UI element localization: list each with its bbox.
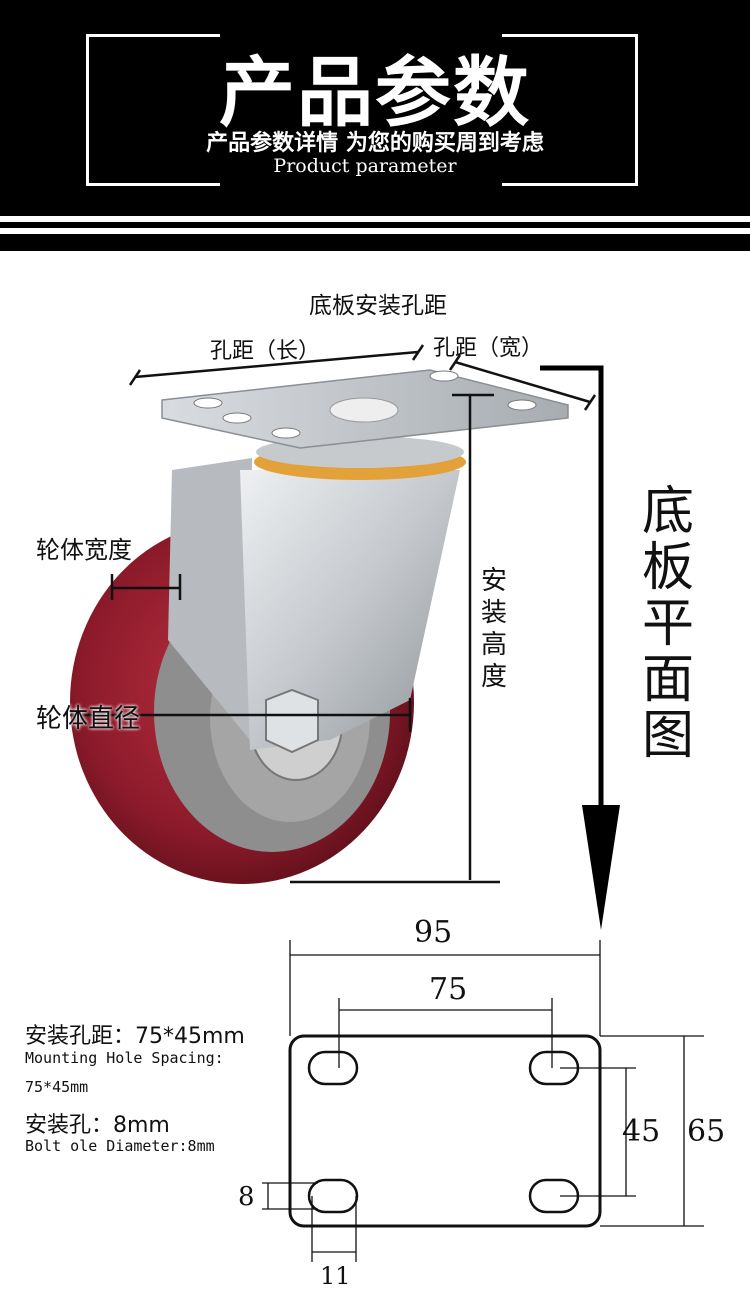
spec-hole-spacing-en-1: Mounting Hole Spacing:	[25, 1049, 224, 1067]
spec-hole-spacing-en-2: 75*45mm	[25, 1078, 89, 1096]
plan-arrow-line	[540, 365, 604, 810]
plate-hole-4	[507, 399, 537, 411]
fork-back	[168, 458, 252, 740]
dim-line-width	[454, 360, 591, 404]
label-hole-spacing-length: 孔距（长）	[210, 339, 321, 364]
header-title: 产品参数	[219, 48, 531, 137]
fork-front	[240, 470, 460, 750]
spec-bolt-cn: 安装孔：8mm	[25, 1113, 170, 1138]
header-banner: 产品参数 产品参数详情 为您的购买周到考虑 Product parameter	[0, 0, 750, 216]
label-wheel-width: 轮体宽度	[36, 536, 132, 564]
dim-line-length	[134, 350, 419, 379]
dim-slot-width: 11	[320, 1262, 351, 1290]
header-frame-right	[502, 34, 638, 186]
plan-slot-tl	[307, 1050, 359, 1086]
header-frame-left	[86, 34, 220, 186]
label-plate-hole-spacing: 底板安装孔距	[309, 293, 447, 319]
dim-slot-height: 8	[238, 1182, 255, 1212]
plate-hole-2	[222, 412, 252, 424]
header-subtitle: 产品参数详情 为您的购买周到考虑	[206, 131, 544, 156]
plate-hole-3	[429, 370, 459, 382]
label-hole-spacing-width: 孔距（宽）	[433, 336, 544, 361]
label-wheel-diameter: 轮体直径	[36, 704, 141, 734]
plan-plate-outline	[288, 1034, 602, 1228]
header-stripe-1	[0, 222, 750, 228]
label-plate-plan: 底板平面图	[641, 482, 694, 766]
plate-center	[329, 397, 399, 423]
dim-plate-width: 95	[414, 915, 453, 950]
dim-hole-spacing-x: 75	[429, 972, 468, 1007]
plan-slot-bl	[307, 1178, 359, 1214]
axle-nut	[265, 688, 319, 754]
header-english: Product parameter	[273, 155, 457, 177]
plan-arrow-head	[582, 805, 620, 930]
header-stripe-2	[0, 234, 750, 251]
spec-hole-spacing-cn: 安装孔距：75*45mm	[25, 1024, 245, 1049]
dim-hole-spacing-y: 45	[622, 1114, 661, 1149]
label-install-height: 安装高度	[481, 566, 508, 692]
plate-hole-1	[193, 397, 223, 409]
spec-bolt-en: Bolt ole Diameter:8mm	[25, 1137, 215, 1155]
dim-plate-height: 65	[687, 1114, 726, 1149]
plate-hole-5	[271, 427, 301, 439]
